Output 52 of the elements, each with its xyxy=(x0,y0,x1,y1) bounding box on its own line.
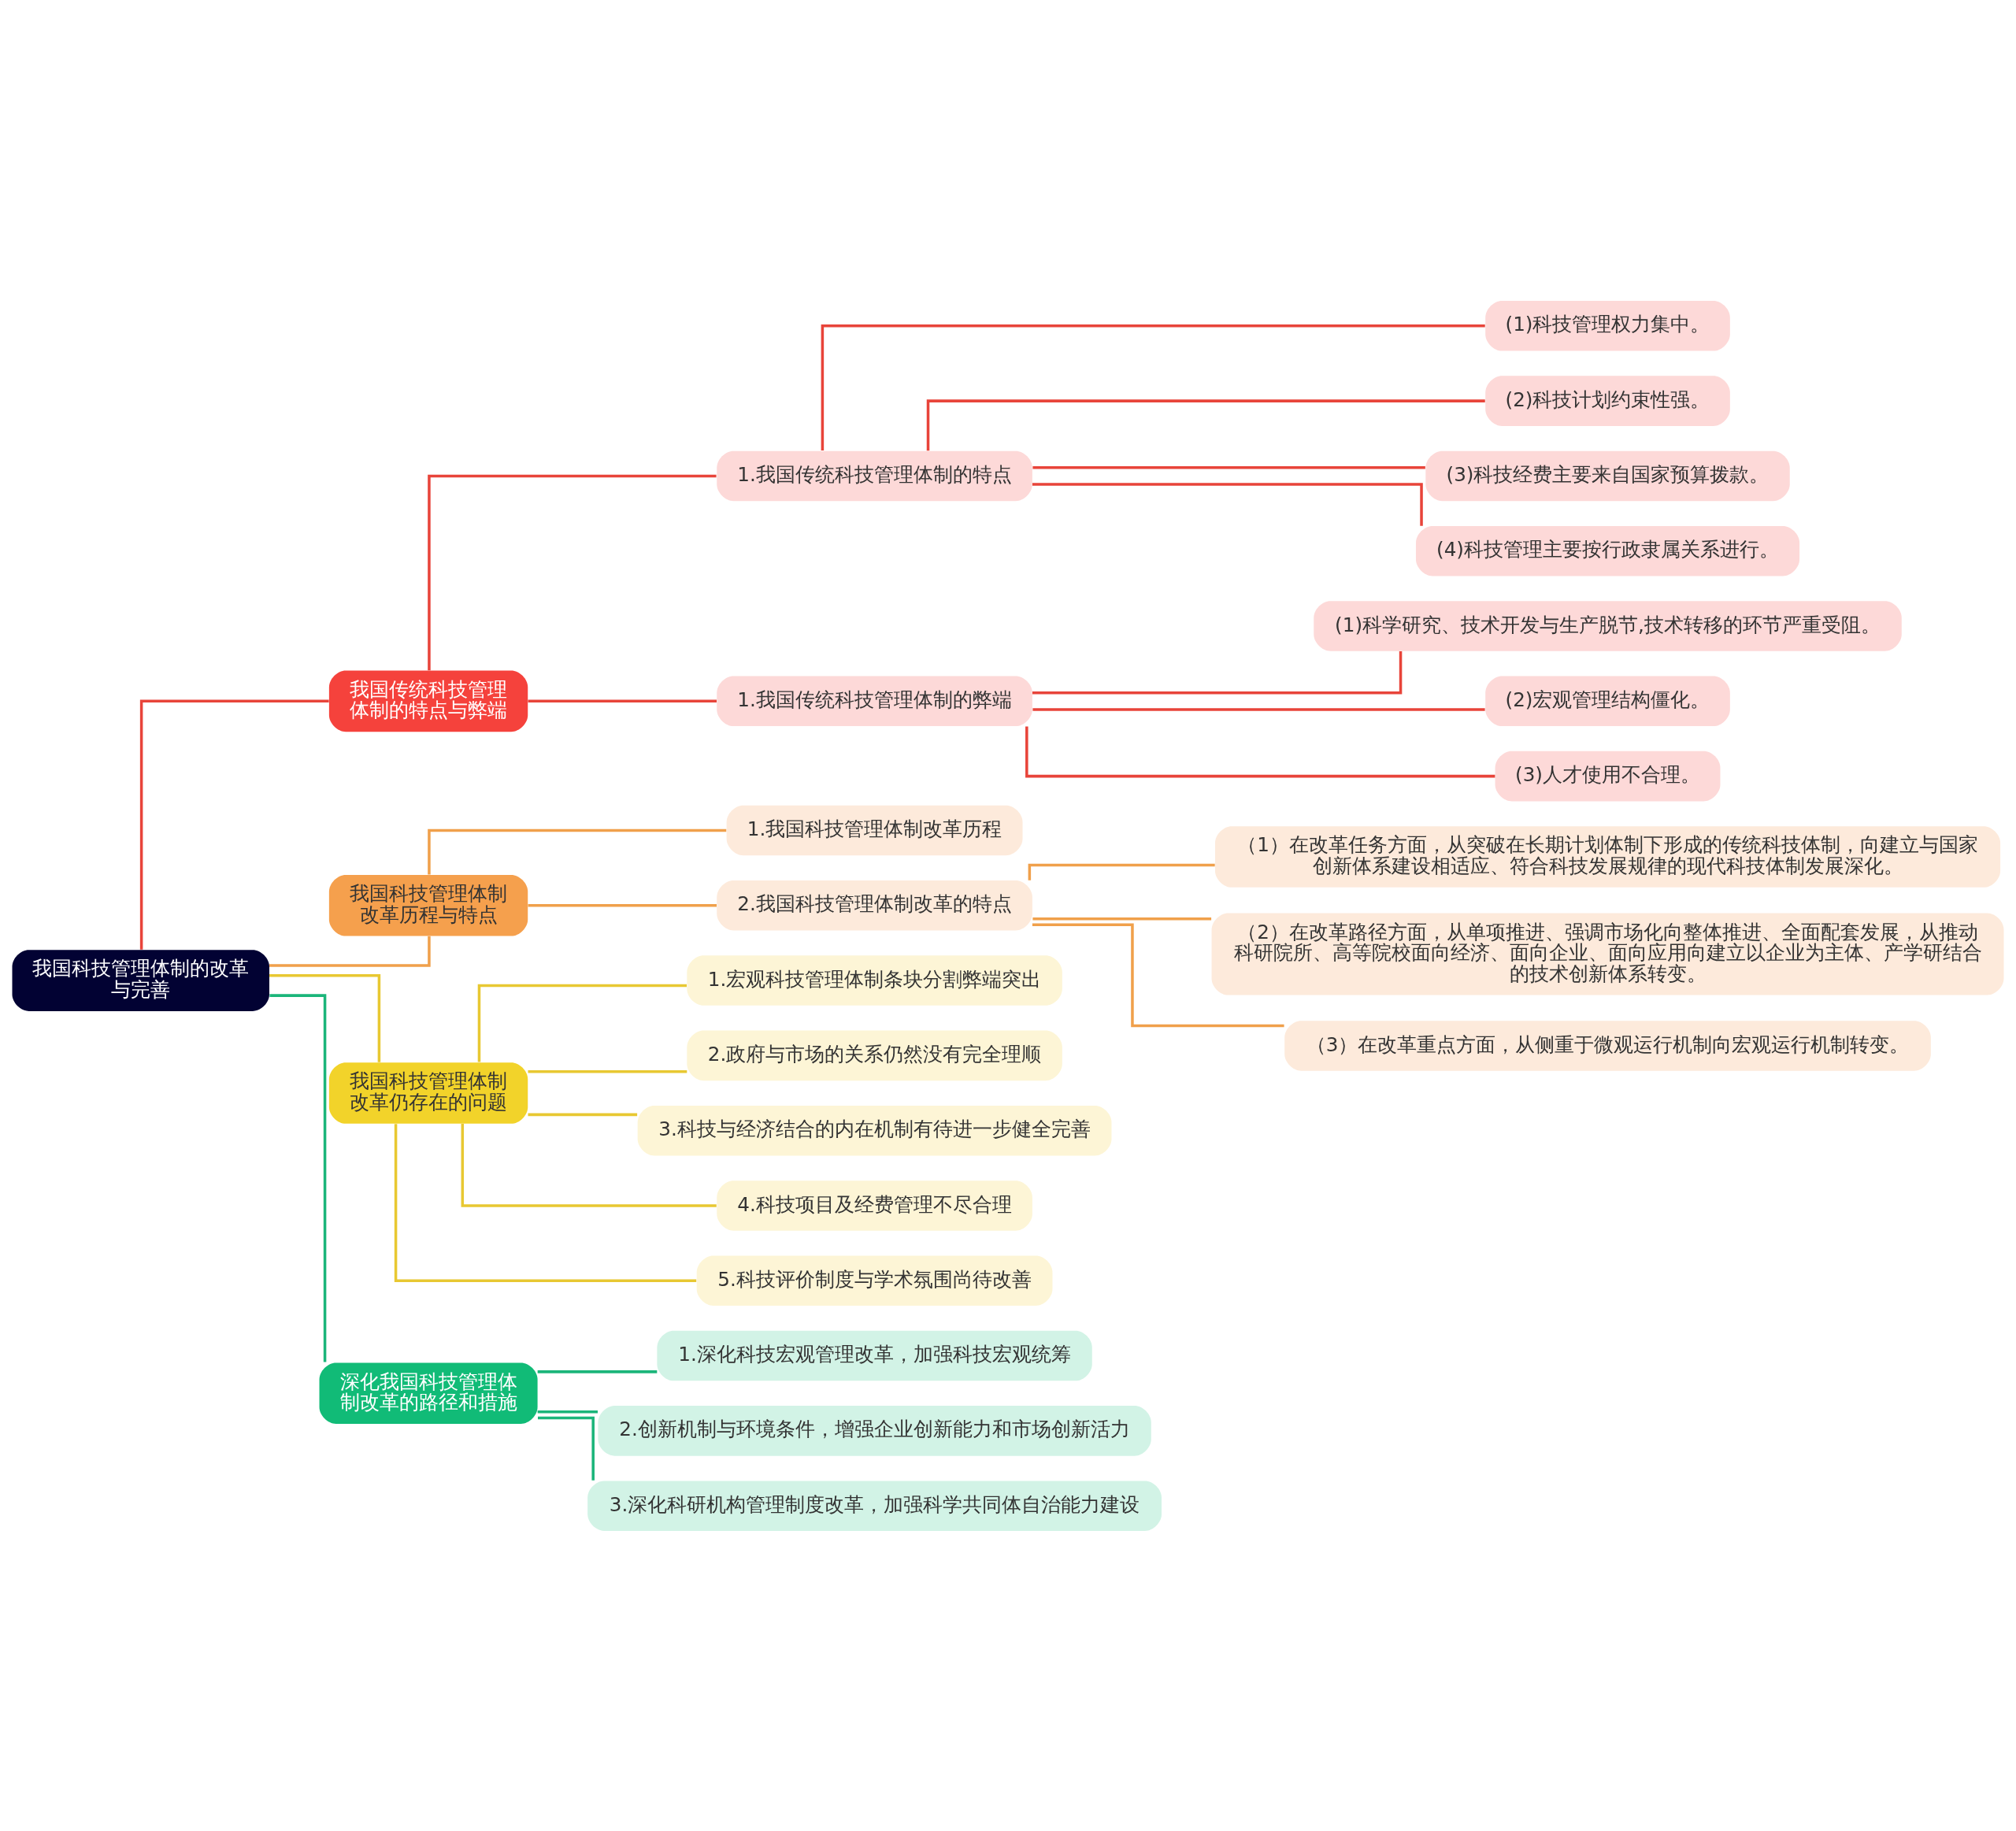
node-box: (1)科学研究、技术开发与生产脱节,技术转移的环节严重受阻。 xyxy=(1314,600,1902,651)
connector xyxy=(394,1123,697,1282)
connector xyxy=(1025,726,1495,777)
connector xyxy=(537,1416,595,1481)
connector xyxy=(537,1370,658,1373)
connector xyxy=(537,1410,598,1413)
node-box: 深化我国科技管理体制改革的路径和措施 xyxy=(319,1362,538,1424)
node-box: 1.宏观科技管理体制条块分割弊端突出 xyxy=(687,954,1062,1006)
node-box: 1.我国科技管理体制改革历程 xyxy=(726,805,1023,855)
node-box: (3)人才使用不合理。 xyxy=(1495,751,1721,801)
node-box: （1）在改革任务方面，从突破在长期计划体制下形成的传统科技体制，向建立与国家创新体系建设相适应、符合科技发展规律的现代科技体制发展深化。 xyxy=(1214,825,2001,888)
node-box: (1)科技管理权力集中。 xyxy=(1485,300,1730,351)
connector xyxy=(477,984,687,1062)
connector xyxy=(139,699,329,950)
connector xyxy=(1032,917,1212,921)
node-box: （3）在改革重点方面，从侧重于微观运行机制向宏观运行机制转变。 xyxy=(1284,1020,1931,1071)
connector xyxy=(1032,482,1423,526)
connector xyxy=(1032,465,1425,469)
connector xyxy=(1032,922,1284,1027)
node-box: 我国科技管理体制改革仍存在的问题 xyxy=(328,1062,528,1124)
node-box: 2.创新机制与环境条件，增强企业创新能力和市场创新活力 xyxy=(598,1405,1151,1456)
node-box: 5.科技评价制度与学术氛围尚待改善 xyxy=(696,1255,1053,1306)
connector xyxy=(428,474,717,670)
connector xyxy=(428,828,727,874)
connector xyxy=(528,1069,687,1073)
node-box: (4)科技管理主要按行政隶属关系进行。 xyxy=(1416,525,1800,576)
node-box: 3.深化科研机构管理制度改革，加强科学共同体自治能力建设 xyxy=(587,1480,1162,1531)
node-box: 2.我国科技管理体制改革的特点 xyxy=(717,880,1032,931)
connector xyxy=(269,973,381,1062)
node-box: (3)科技经费主要来自国家预算拨款。 xyxy=(1425,450,1790,501)
connector xyxy=(1032,707,1485,711)
connector xyxy=(926,398,1485,450)
node-box: 1.我国传统科技管理体制的特点 xyxy=(717,450,1032,501)
connector xyxy=(1028,863,1215,880)
connector xyxy=(461,1123,717,1207)
node-box: 我国传统科技管理体制的特点与弊端 xyxy=(328,670,528,732)
node-box: 4.科技项目及经费管理不尽合理 xyxy=(717,1180,1032,1231)
node-box: 我国科技管理体制改革历程与特点 xyxy=(328,874,528,936)
connector xyxy=(821,324,1485,450)
node-box: 3.科技与经济结合的内在机制有待进一步健全完善 xyxy=(637,1105,1112,1155)
connector xyxy=(1032,650,1403,694)
node-box: (2)科技计划约束性强。 xyxy=(1485,375,1730,426)
node-box: 1.深化科技宏观管理改革，加强科技宏观统筹 xyxy=(657,1330,1092,1381)
node-box: 我国科技管理体制的改革与完善 xyxy=(12,949,269,1011)
connector xyxy=(528,1113,638,1116)
node-box: (2)宏观管理结构僵化。 xyxy=(1485,676,1730,726)
node-box: 1.我国传统科技管理体制的弊端 xyxy=(717,676,1032,726)
connector xyxy=(528,699,717,702)
node-box: （2）在改革路径方面，从单项推进、强调市场化向整体推进、全面配套发展，从推动科研院所、高等院校面向经济、面向企业、面向应用向建立以企业为主体、产学研结合的技术创新体系转变。 xyxy=(1211,912,2004,995)
node-box: 2.政府与市场的关系仍然没有完全理顺 xyxy=(687,1030,1062,1080)
connector xyxy=(528,903,717,907)
connector xyxy=(269,993,327,1362)
